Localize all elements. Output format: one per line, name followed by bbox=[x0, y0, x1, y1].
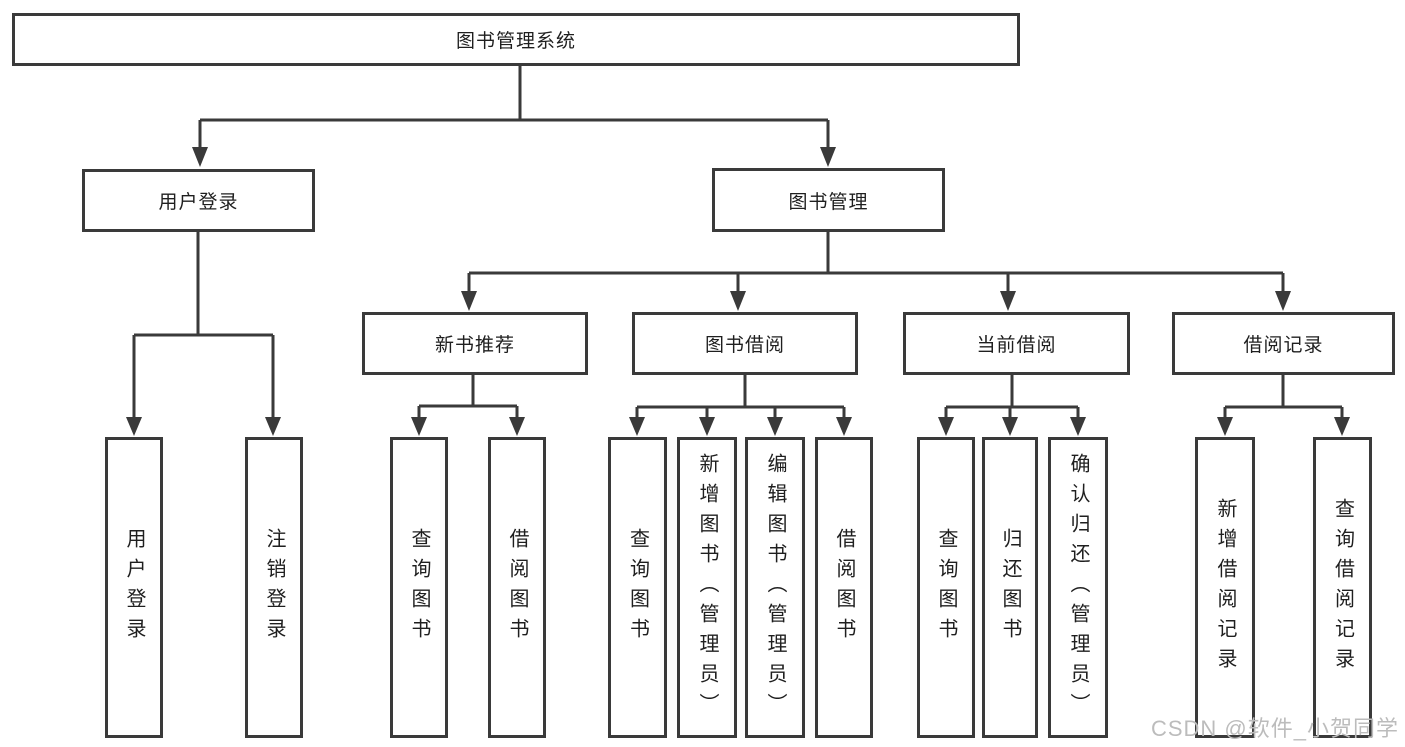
node-current-borrow: 当前借阅 bbox=[903, 312, 1130, 375]
leaf-return-book: 归还图书 bbox=[982, 437, 1038, 738]
leaf-user-login: 用户登录 bbox=[105, 437, 163, 738]
leaf-confirm-return-admin: 确认归还（管理员） bbox=[1048, 437, 1108, 738]
leaf-query-borrow-record: 查询借阅记录 bbox=[1313, 437, 1372, 738]
leaf-query-book-current: 查询图书 bbox=[917, 437, 975, 738]
node-root: 图书管理系统 bbox=[12, 13, 1020, 66]
leaf-edit-book-admin: 编辑图书（管理员） bbox=[745, 437, 805, 738]
node-user-login: 用户登录 bbox=[82, 169, 315, 232]
node-book-management: 图书管理 bbox=[712, 168, 945, 232]
leaf-query-book-recommend: 查询图书 bbox=[390, 437, 448, 738]
leaf-query-book-borrow: 查询图书 bbox=[608, 437, 667, 738]
node-borrow-record: 借阅记录 bbox=[1172, 312, 1395, 375]
leaf-logout: 注销登录 bbox=[245, 437, 303, 738]
node-new-book-recommend: 新书推荐 bbox=[362, 312, 588, 375]
leaf-borrow-book-recommend: 借阅图书 bbox=[488, 437, 546, 738]
csdn-watermark: CSDN @软件_小贺同学 bbox=[1150, 716, 1399, 741]
leaf-borrow-book: 借阅图书 bbox=[815, 437, 873, 738]
leaf-add-book-admin: 新增图书（管理员） bbox=[677, 437, 737, 738]
leaf-add-borrow-record: 新增借阅记录 bbox=[1195, 437, 1255, 738]
node-book-borrow: 图书借阅 bbox=[632, 312, 858, 375]
